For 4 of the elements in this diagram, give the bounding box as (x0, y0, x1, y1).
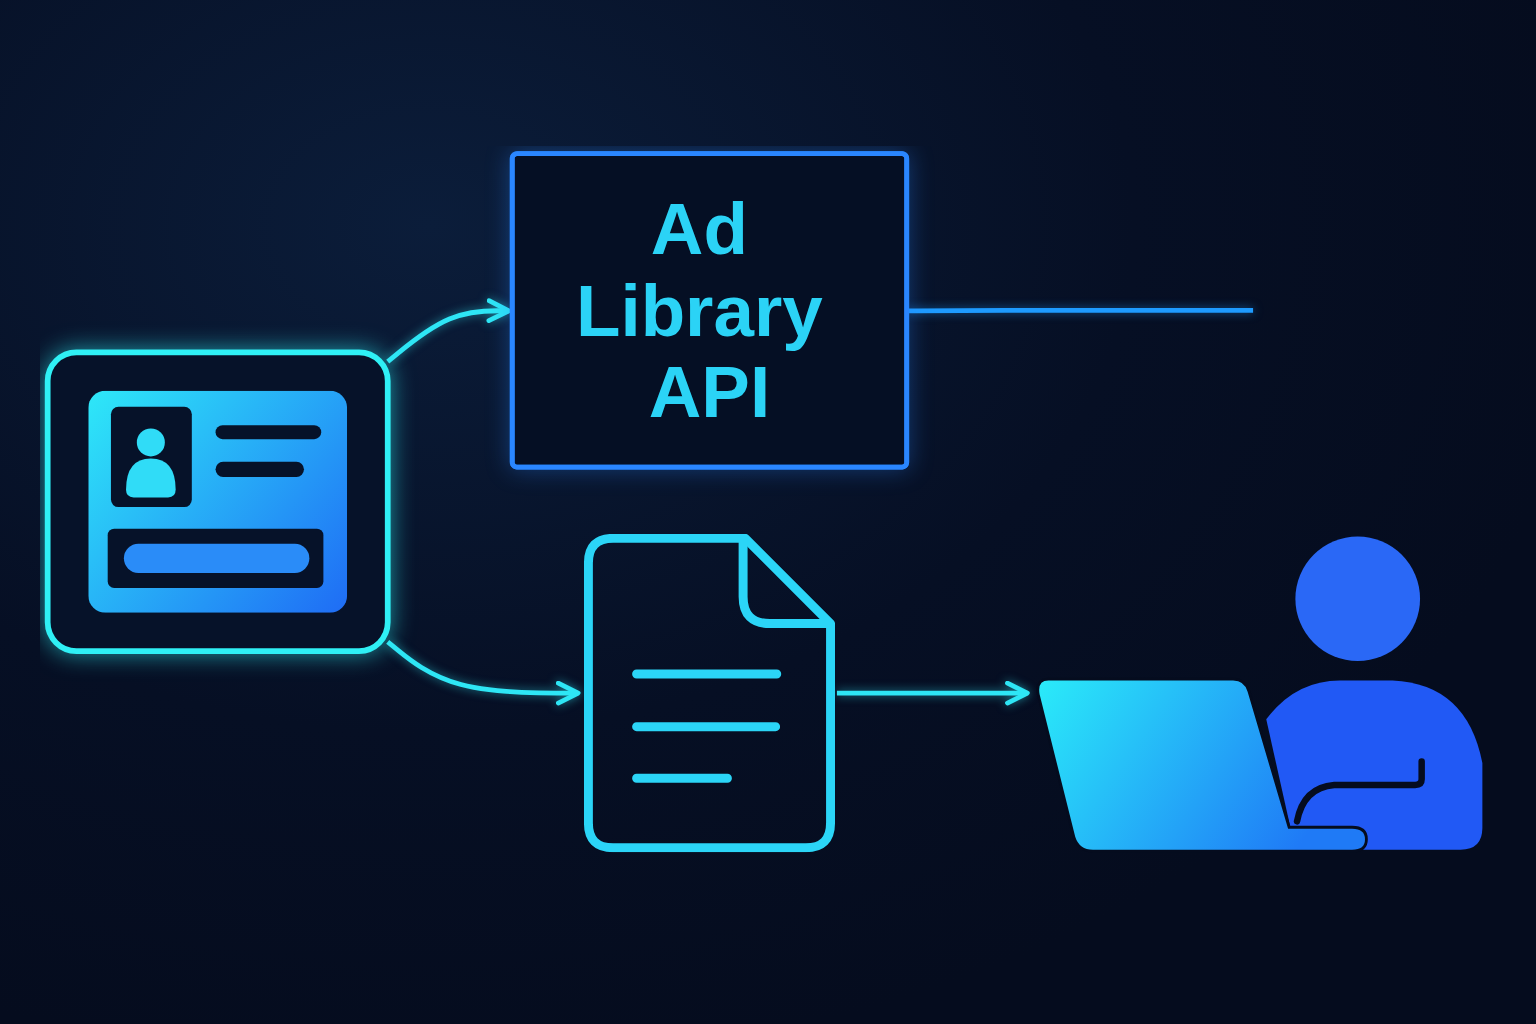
arrow (836, 680, 1030, 705)
process-box (509, 150, 910, 470)
connector-line (907, 307, 1254, 313)
node-label: Ad Library API (575, 187, 824, 433)
